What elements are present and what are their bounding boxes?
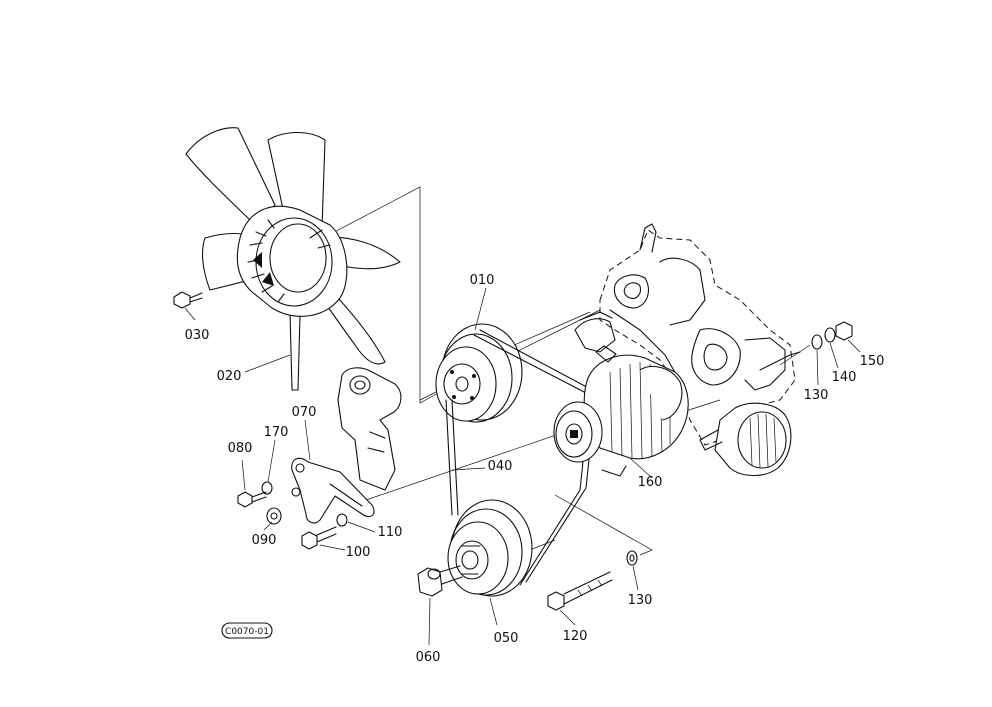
cooling-fan [185, 127, 401, 391]
leader-lines [184, 287, 861, 646]
adjusting-plate [291, 457, 375, 524]
label-110: 110 [378, 525, 403, 540]
crankshaft-pulley [447, 499, 533, 597]
label-160: 160 [638, 475, 663, 490]
label-130-upper: 130 [804, 388, 829, 403]
label-140: 140 [832, 370, 857, 385]
label-170: 170 [264, 425, 289, 440]
label-130-lower: 130 [628, 593, 653, 608]
label-050: 050 [494, 631, 519, 646]
drawing-code-badge: C0070-01 [221, 622, 273, 639]
label-100: 100 [346, 545, 371, 560]
label-040: 040 [488, 459, 513, 474]
label-150: 150 [860, 354, 885, 369]
drawing-code: C0070-01 [225, 627, 269, 637]
part-labels: 010 020 030 040 050 060 070 080 090 100 … [185, 273, 885, 665]
label-090: 090 [252, 533, 277, 548]
label-020: 020 [217, 369, 242, 384]
label-120: 120 [563, 629, 588, 644]
fasteners [173, 291, 853, 611]
alternator [553, 345, 689, 477]
label-080: 080 [228, 441, 253, 456]
label-030: 030 [185, 328, 210, 343]
label-060: 060 [416, 650, 441, 665]
water-pump-pulley [435, 323, 523, 423]
label-010: 010 [470, 273, 495, 288]
label-070: 070 [292, 405, 317, 420]
engine-block [574, 223, 801, 477]
alternator-mount [337, 367, 402, 491]
